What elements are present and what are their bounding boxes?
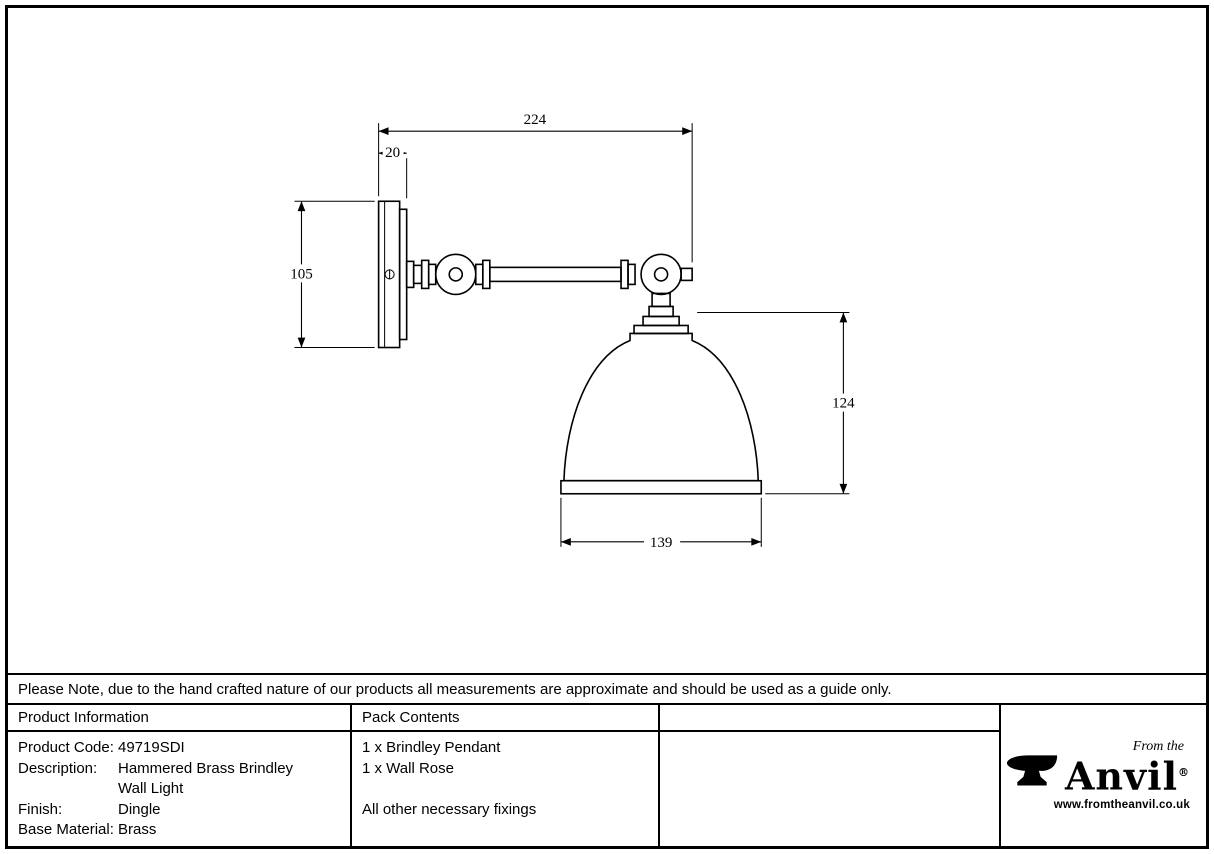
finish-value: Dingle <box>118 800 161 818</box>
product-info-table: Product Information Product Code: 49719S… <box>8 703 1206 846</box>
empty-column-header <box>660 705 999 732</box>
dim-label-rose-depth: 20 <box>385 145 400 161</box>
brand-tagline: From the <box>1132 739 1184 755</box>
product-information-column: Product Information Product Code: 49719S… <box>8 705 352 846</box>
dim-rose-depth: 20 <box>378 144 408 199</box>
empty-column-body <box>660 732 999 846</box>
table-row: Base Material: Brass <box>18 820 350 841</box>
dim-rose-height: 105 <box>285 200 375 349</box>
list-item: All other necessary fixings <box>362 801 537 818</box>
dim-label-rose-height: 105 <box>290 266 313 282</box>
anvil-logo: From the Anvil® www.fromtheanvil.co.uk <box>1001 740 1206 811</box>
description-value-line1: Hammered Brass Brindley <box>118 759 294 777</box>
empty-column <box>660 705 1001 846</box>
dim-label-overall-projection: 224 <box>524 112 547 128</box>
arm-knuckle-right <box>620 253 693 296</box>
brand-website: www.fromtheanvil.co.uk <box>1053 798 1190 811</box>
rose-collar <box>405 260 423 289</box>
table-row: Wall Light <box>18 779 350 800</box>
product-information-header: Product Information <box>8 705 350 732</box>
dim-shade-width: 139 <box>560 497 762 551</box>
wall-rose <box>377 200 408 349</box>
dim-overall-projection: 224 <box>378 112 693 263</box>
arm-tube <box>489 266 622 283</box>
base-material-label: Base Material: <box>18 821 114 838</box>
brand-logo-cell: From the Anvil® www.fromtheanvil.co.uk <box>1001 705 1206 846</box>
product-code-value: 49719SDI <box>118 739 185 756</box>
arm-knuckle-left <box>420 253 491 296</box>
anvil-icon <box>1005 751 1059 794</box>
drawing-sheet: 224 20 105 <box>5 5 1209 849</box>
lamp-gallery <box>633 292 689 335</box>
table-row: Description: Hammered Brass Brindley <box>18 759 350 780</box>
dim-label-shade-width: 139 <box>650 535 673 551</box>
pack-contents-body: 1 x Brindley Pendant 1 x Wall Rose All o… <box>352 732 658 846</box>
product-information-body: Product Code: 49719SDI Description: Hamm… <box>8 732 350 846</box>
description-label: Description: <box>18 759 98 777</box>
measurement-note-text: Please Note, due to the hand crafted nat… <box>18 680 892 698</box>
product-code-label: Product Code: <box>18 739 114 756</box>
dim-label-shade-height: 124 <box>832 396 855 412</box>
brand-name: Anvil® <box>1064 753 1190 799</box>
lamp-shade <box>560 332 763 495</box>
description-label-spacer <box>18 779 118 800</box>
list-item: 1 x Wall Rose <box>362 759 454 777</box>
wall-light-technical-drawing: 224 20 105 <box>285 112 861 551</box>
measurement-note-row: Please Note, due to the hand crafted nat… <box>8 673 1206 703</box>
registered-mark: ® <box>1178 766 1190 780</box>
pack-contents-column: Pack Contents 1 x Brindley Pendant 1 x W… <box>352 705 660 846</box>
pack-contents-header: Pack Contents <box>352 705 658 732</box>
base-material-value: Brass <box>118 821 157 838</box>
table-row: Finish: Dingle <box>18 800 350 821</box>
description-value-line2: Wall Light <box>118 780 184 797</box>
technical-drawing-area: 224 20 105 <box>8 8 1206 673</box>
mounting-screw-icon <box>384 269 395 280</box>
finish-label: Finish: <box>18 800 63 818</box>
list-item: 1 x Brindley Pendant <box>362 739 501 756</box>
dim-shade-height: 124 <box>697 311 861 495</box>
table-row: Product Code: 49719SDI <box>18 738 350 759</box>
